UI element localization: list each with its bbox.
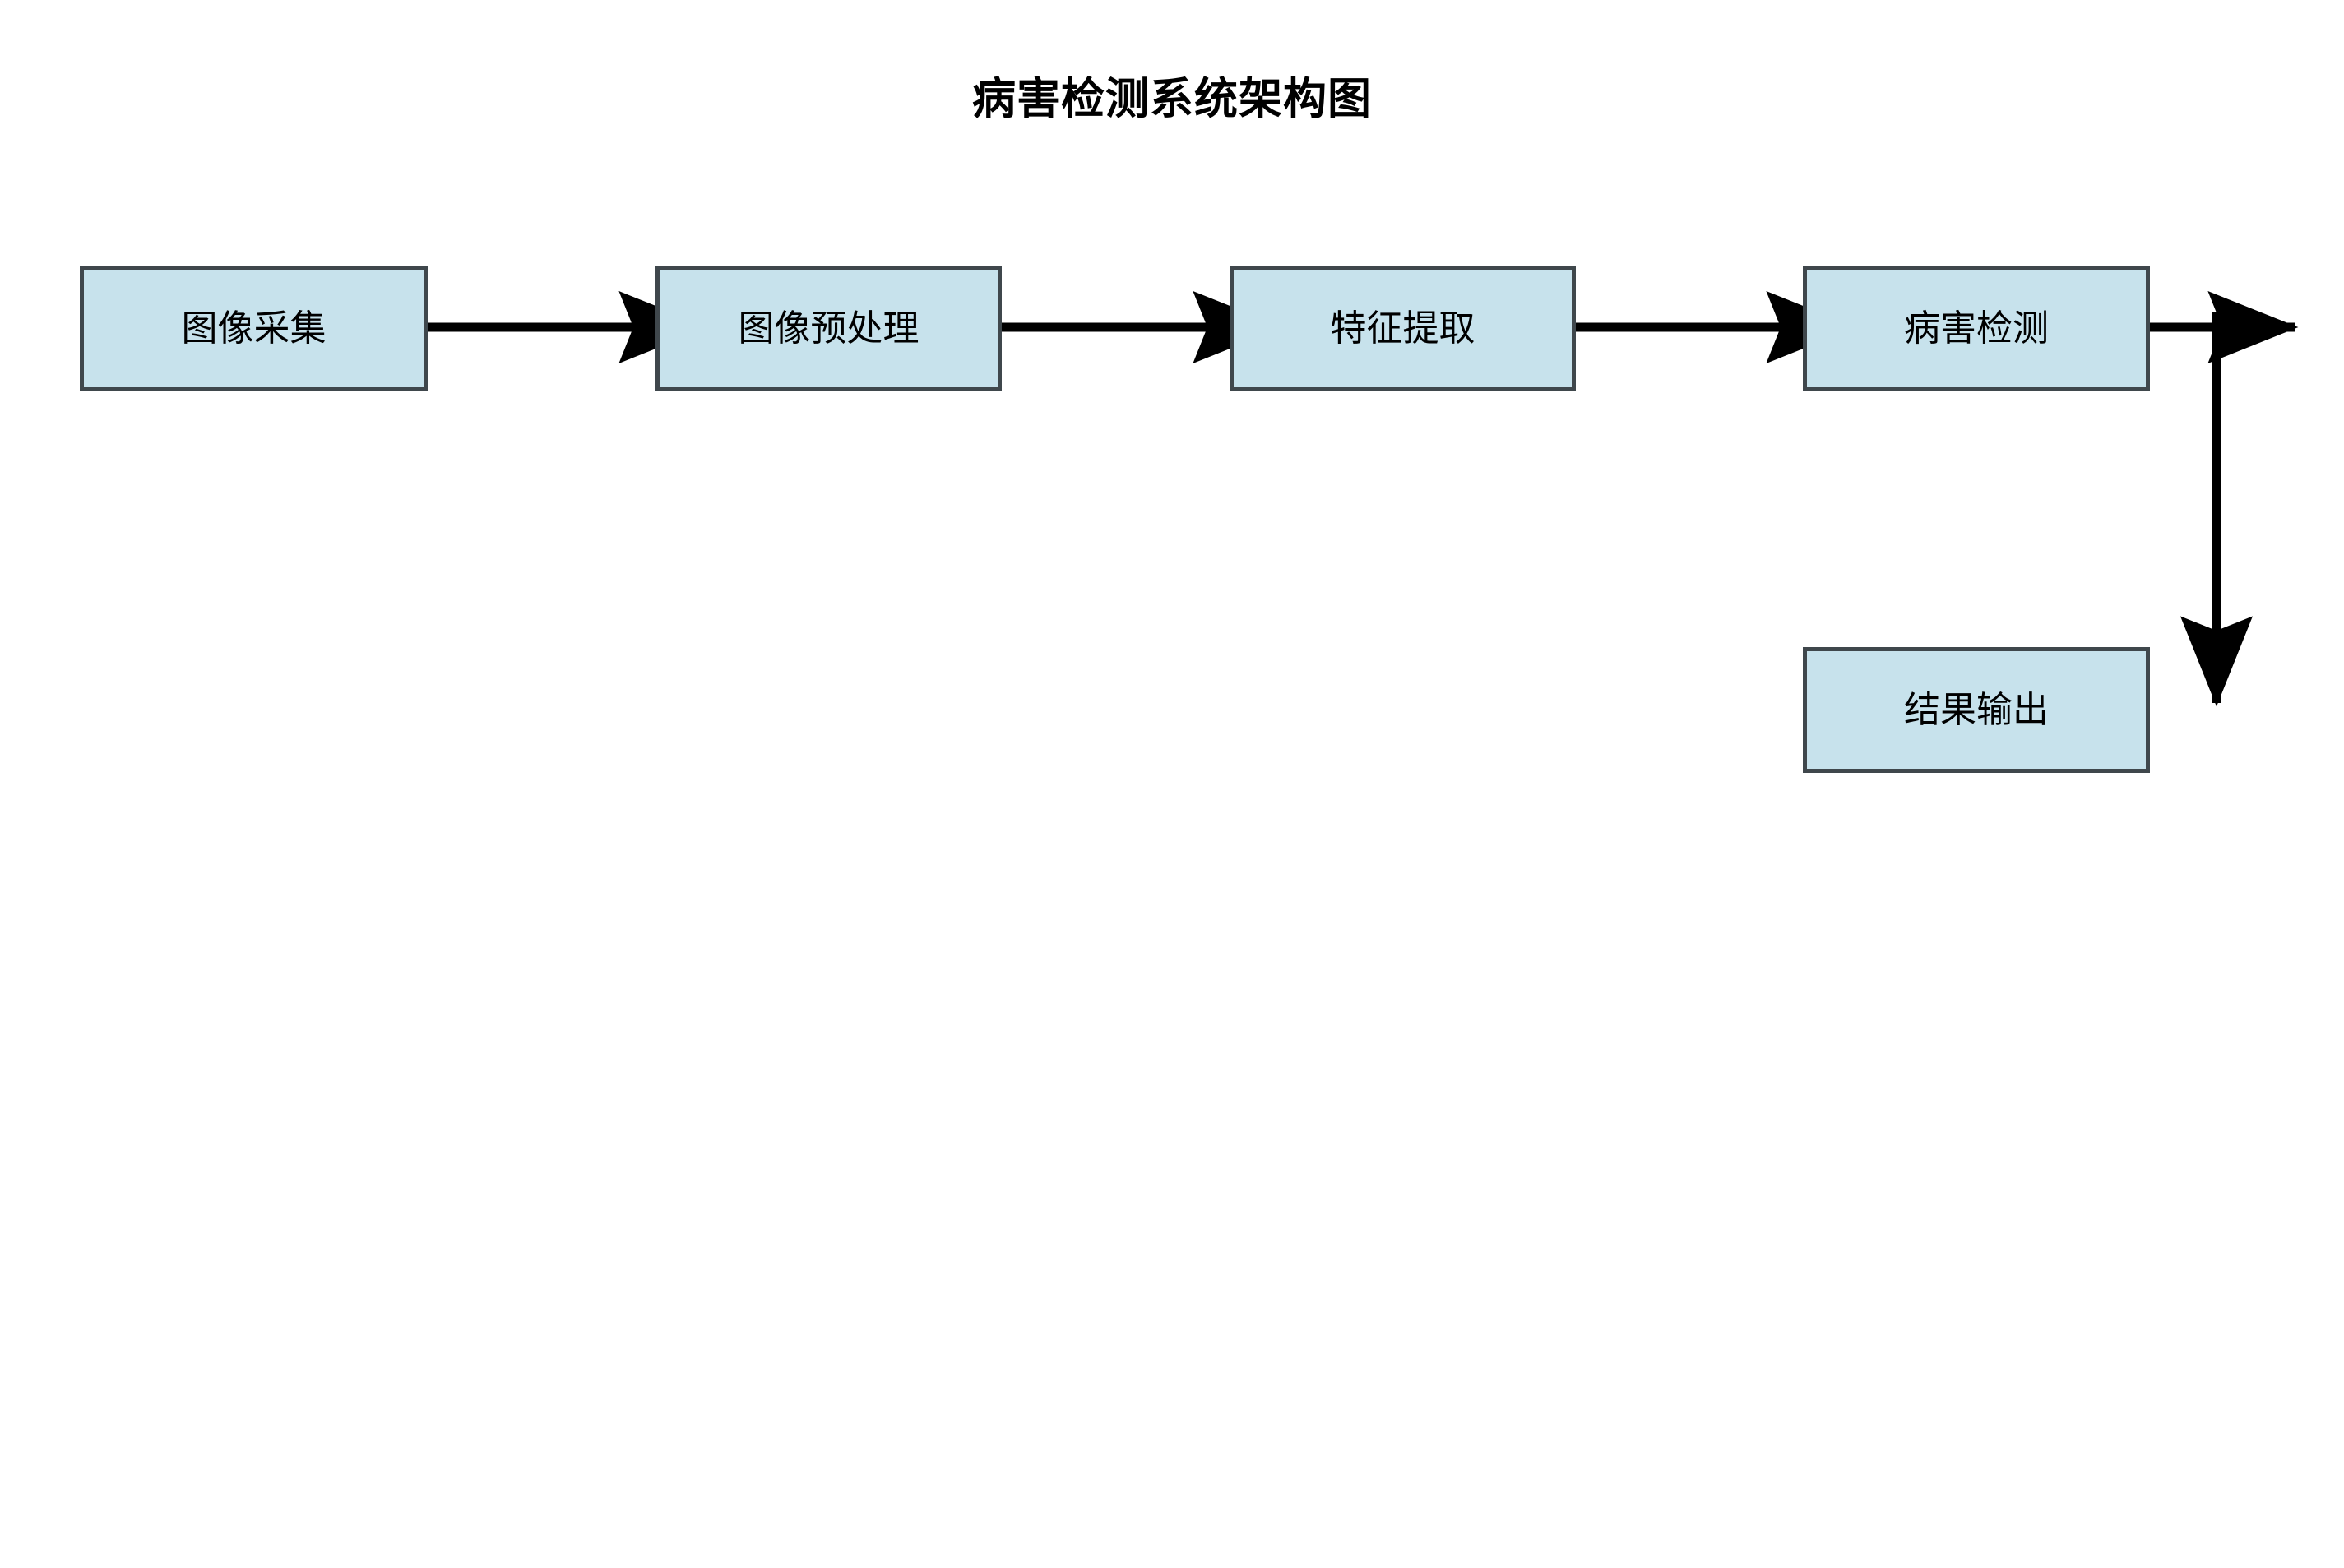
node-image-acquisition[interactable]: 图像采集 bbox=[80, 266, 428, 391]
node-label-disease-detection: 病害检测 bbox=[1904, 308, 2049, 349]
node-label-result-output: 结果输出 bbox=[1904, 689, 2049, 730]
node-result-output[interactable]: 结果输出 bbox=[1803, 647, 2150, 773]
page-title: 病害检测系统架构图 bbox=[972, 75, 1372, 123]
node-feature-extraction[interactable]: 特征提取 bbox=[1230, 266, 1576, 391]
node-label-feature-extraction: 特征提取 bbox=[1330, 308, 1475, 349]
node-label-image-acquisition: 图像采集 bbox=[181, 308, 327, 349]
node-image-preprocessing[interactable]: 图像预处理 bbox=[655, 266, 1002, 391]
node-label-image-preprocessing: 图像预处理 bbox=[738, 308, 920, 349]
node-disease-detection[interactable]: 病害检测 bbox=[1803, 266, 2150, 391]
